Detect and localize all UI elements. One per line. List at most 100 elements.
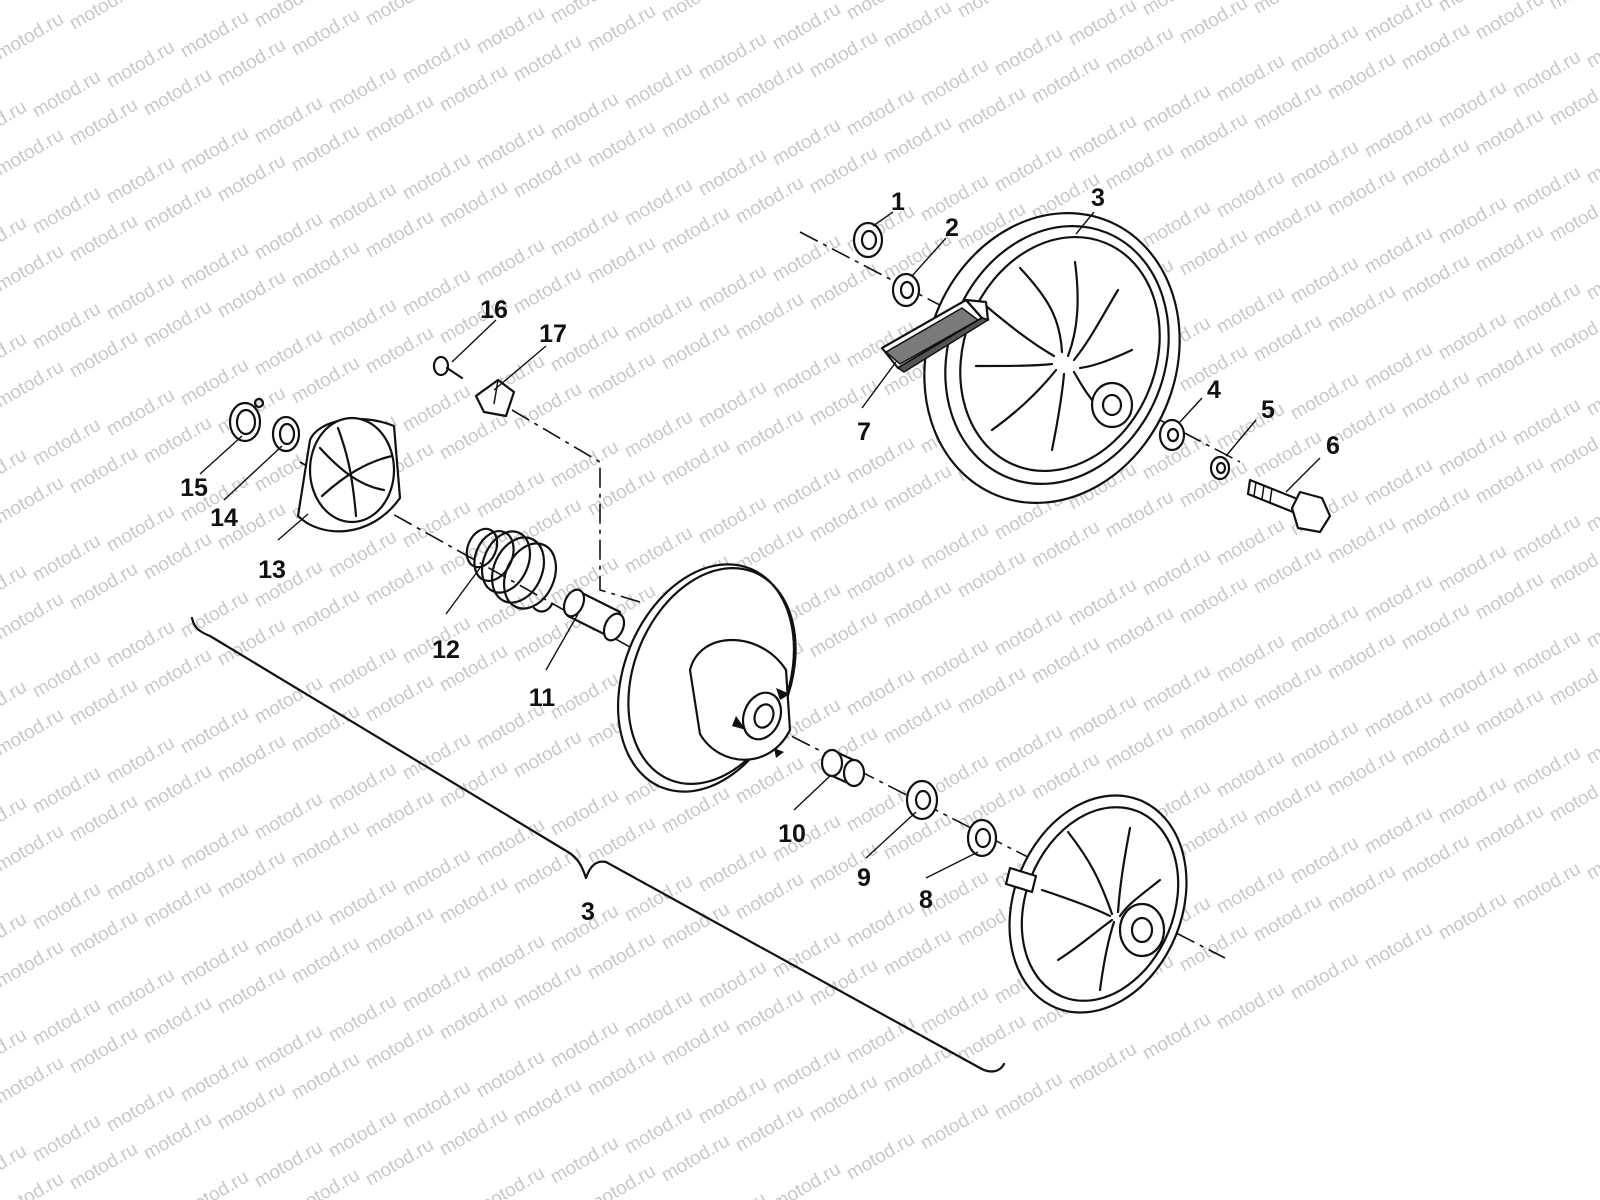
watermark-text: motod.ru [1472, 801, 1547, 857]
watermark-text: motod.ru [621, 291, 696, 347]
watermark-text: motod.ru [1213, 515, 1288, 571]
callout-13: 13 [258, 556, 286, 584]
watermark-text: motod.ru [510, 379, 585, 435]
watermark-text: motod.ru [0, 937, 67, 993]
callout-10: 10 [778, 820, 806, 848]
callout-6: 6 [1326, 432, 1340, 460]
watermark-text: motod.ru [1324, 629, 1399, 685]
watermark-text: motod.ru [66, 1139, 141, 1195]
assembly-bracket [190, 616, 1006, 1073]
watermark-text: motod.ru [362, 91, 437, 147]
watermark-text: motod.ru [140, 65, 215, 121]
watermark-text: motod.ru [288, 701, 363, 757]
watermark-text: motod.ru [1361, 687, 1436, 743]
watermark-text: motod.ru [1583, 713, 1600, 769]
watermark-text: motod.ru [436, 61, 511, 117]
watermark-text: motod.ru [325, 991, 400, 1047]
watermark-text: motod.ru [1509, 743, 1584, 799]
watermark-text: motod.ru [1176, 805, 1251, 861]
watermark-text: motod.ru [1361, 455, 1436, 511]
watermark-text: motod.ru [621, 871, 696, 927]
watermark-text: motod.ru [1324, 513, 1399, 569]
watermark-text: motod.ru [140, 761, 215, 817]
watermark-text: motod.ru [399, 381, 474, 437]
watermark-text: motod.ru [695, 841, 770, 897]
callout-16: 16 [480, 296, 508, 324]
part-16-screw [432, 355, 464, 380]
watermark-text: motod.ru [769, 927, 844, 983]
watermark-text: motod.ru [0, 821, 67, 877]
watermark-text: motod.ru [584, 349, 659, 405]
watermark-text: motod.ru [177, 355, 252, 411]
watermark-text: motod.ru [991, 605, 1066, 661]
watermark-text: motod.ru [140, 877, 215, 933]
watermark-text: motod.ru [399, 961, 474, 1017]
watermark-text: motod.ru [510, 843, 585, 899]
watermark-text: motod.ru [1287, 253, 1362, 309]
watermark-text: motod.ru [1398, 367, 1473, 423]
part-3-sheave-lower [616, 563, 797, 793]
watermark-text: motod.ru [1398, 19, 1473, 75]
watermark-text: motod.ru [843, 665, 918, 721]
watermark-text: motod.ru [140, 297, 215, 353]
watermark-text: motod.ru [1398, 831, 1473, 887]
part-8-washer [966, 818, 998, 858]
watermark-text: motod.ru [1435, 77, 1510, 133]
watermark-text: motod.ru [1065, 1039, 1140, 1095]
watermark-text: motod.ru [177, 1051, 252, 1107]
watermark-text: motod.ru [880, 113, 955, 169]
watermark-text: motod.ru [399, 33, 474, 89]
watermark-text: motod.ru [1583, 365, 1600, 421]
watermark-text: motod.ru [917, 1099, 992, 1155]
watermark-text: motod.ru [1583, 481, 1600, 537]
watermark-text: motod.ru [1287, 369, 1362, 425]
watermark-text: motod.ru [1250, 659, 1325, 715]
watermark-text: motod.ru [103, 849, 178, 905]
watermark-text: motod.ru [584, 813, 659, 869]
part-4-washer [1158, 418, 1186, 452]
watermark-text: motod.ru [362, 903, 437, 959]
watermark-text: motod.ru [140, 993, 215, 1049]
watermark-text: motod.ru [177, 123, 252, 179]
watermark-text: motod.ru [880, 693, 955, 749]
callout-11: 11 [529, 684, 556, 712]
watermark-text: motod.ru [991, 721, 1066, 777]
watermark-text: motod.ru [214, 1079, 289, 1135]
watermark-text: motod.ru [1472, 221, 1547, 277]
watermark-text: motod.ru [954, 547, 1029, 603]
watermark-text: motod.ru [732, 405, 807, 461]
watermark-text: motod.ru [695, 145, 770, 201]
watermark-text: motod.ru [0, 357, 67, 413]
watermark-text: motod.ru [658, 319, 733, 375]
watermark-text: motod.ru [917, 519, 992, 575]
watermark-text: motod.ru [621, 1103, 696, 1159]
watermark-text: motod.ru [1028, 749, 1103, 805]
watermark-text: motod.ru [1435, 889, 1510, 945]
watermark-text: motod.ru [103, 385, 178, 441]
watermark-text: motod.ru [0, 705, 67, 761]
watermark-text: motod.ru [1546, 655, 1600, 711]
watermark-text: motod.ru [806, 491, 881, 547]
watermark-text: motod.ru [1102, 487, 1177, 543]
watermark-text: motod.ru [584, 465, 659, 521]
watermark-text: motod.ru [177, 1167, 252, 1200]
watermark-text: motod.ru [843, 433, 918, 489]
watermark-text: motod.ru [806, 143, 881, 199]
watermark-text: motod.ru [695, 29, 770, 85]
watermark-text: motod.ru [1065, 691, 1140, 747]
watermark-text: motod.ru [103, 269, 178, 325]
watermark-text: motod.ru [214, 847, 289, 903]
watermark-text: motod.ru [29, 299, 104, 355]
watermark-text: motod.ru [251, 789, 326, 845]
watermark-text: motod.ru [325, 295, 400, 351]
part-15-snap-ring [228, 397, 265, 443]
watermark-text: motod.ru [1361, 107, 1436, 163]
watermark-text: motod.ru [843, 897, 918, 953]
watermark-text: motod.ru [1065, 575, 1140, 631]
watermark-text: motod.ru [103, 733, 178, 789]
watermark-text: motod.ru [1139, 545, 1214, 601]
watermark-text: motod.ru [177, 819, 252, 875]
watermark-text: motod.ru [1546, 0, 1600, 14]
watermark-text: motod.ru [29, 995, 104, 1051]
